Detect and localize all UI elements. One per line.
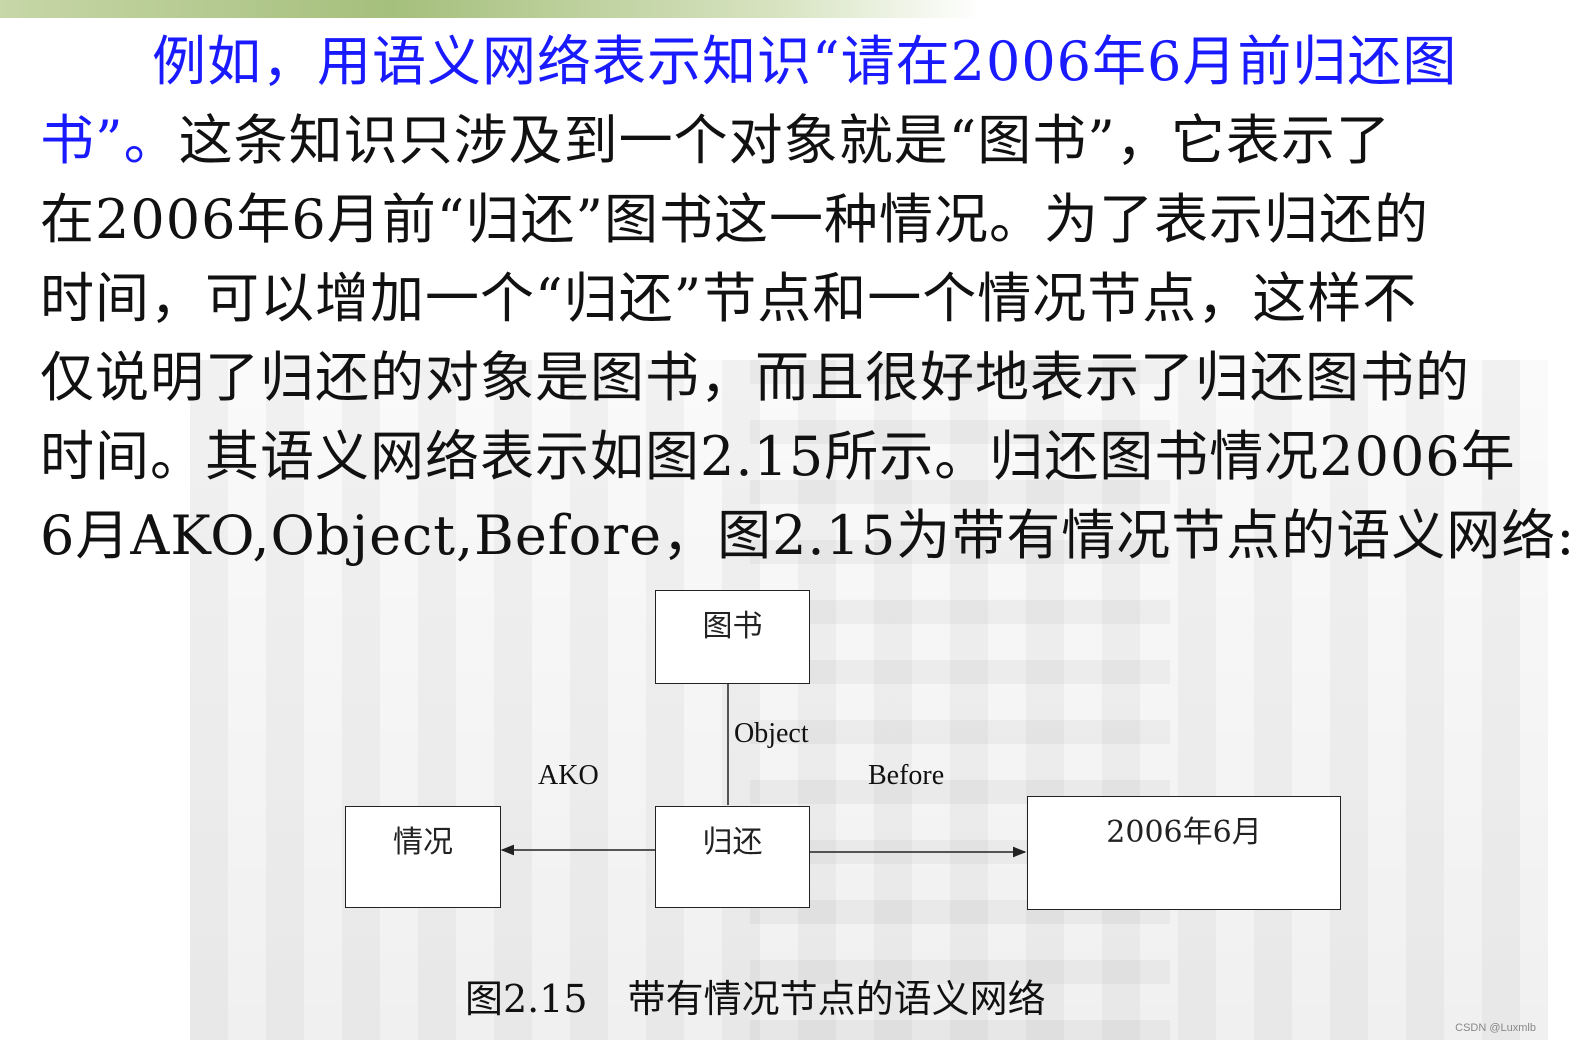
- edge-ako-label: AKO: [538, 760, 599, 791]
- node-date: 2006年6月: [1027, 796, 1341, 910]
- decorative-top-band: [0, 0, 980, 18]
- edge-object-label: Object: [734, 718, 809, 749]
- figure-caption: 图2.15 带有情况节点的语义网络: [465, 968, 1046, 1023]
- node-return: 归还: [655, 806, 810, 908]
- paragraph-line-3: 在2006年6月前“归还”图书这一种情况。为了表示归还的: [40, 188, 1429, 251]
- node-situation-label: 情况: [393, 825, 453, 860]
- figure-title: 带有情况节点的语义网络: [627, 977, 1046, 1021]
- figure-number: 图2.15: [465, 977, 588, 1021]
- edge-before-label: Before: [868, 760, 945, 791]
- watermark: CSDN @Luxmlb: [1455, 1022, 1536, 1034]
- node-book: 图书: [655, 590, 810, 684]
- example-intro-text: 例如，用语义网络表示知识“请在2006年6月前归还图: [152, 30, 1458, 93]
- paragraph-line-7: 6月AKO,Object,Before，图2.15为带有情况节点的语义网络:: [40, 504, 1576, 567]
- paragraph-line-5: 仅说明了归还的对象是图书，而且很好地表示了归还图书的: [40, 346, 1470, 409]
- example-intro-text-end: 书”。: [40, 109, 179, 172]
- node-return-label: 归还: [702, 825, 763, 860]
- paragraph-line-2: 书”。这条知识只涉及到一个对象就是“图书”，它表示了: [40, 101, 1540, 180]
- node-situation: 情况: [345, 806, 501, 908]
- node-date-label: 2006年6月: [1106, 815, 1262, 850]
- paragraph-line-1: 例如，用语义网络表示知识“请在2006年6月前归还图: [40, 22, 1540, 101]
- node-book-label: 图书: [702, 609, 763, 644]
- paragraph-line-2-text: 这条知识只涉及到一个对象就是“图书”，它表示了: [178, 109, 1391, 172]
- paragraph-line-6: 时间。其语义网络表示如图2.15所示。归还图书情况2006年: [40, 425, 1516, 488]
- body-paragraph: 例如，用语义网络表示知识“请在2006年6月前归还图 书”。这条知识只涉及到一个…: [40, 22, 1576, 575]
- paragraph-line-4: 时间，可以增加一个“归还”节点和一个情况节点，这样不: [40, 267, 1418, 330]
